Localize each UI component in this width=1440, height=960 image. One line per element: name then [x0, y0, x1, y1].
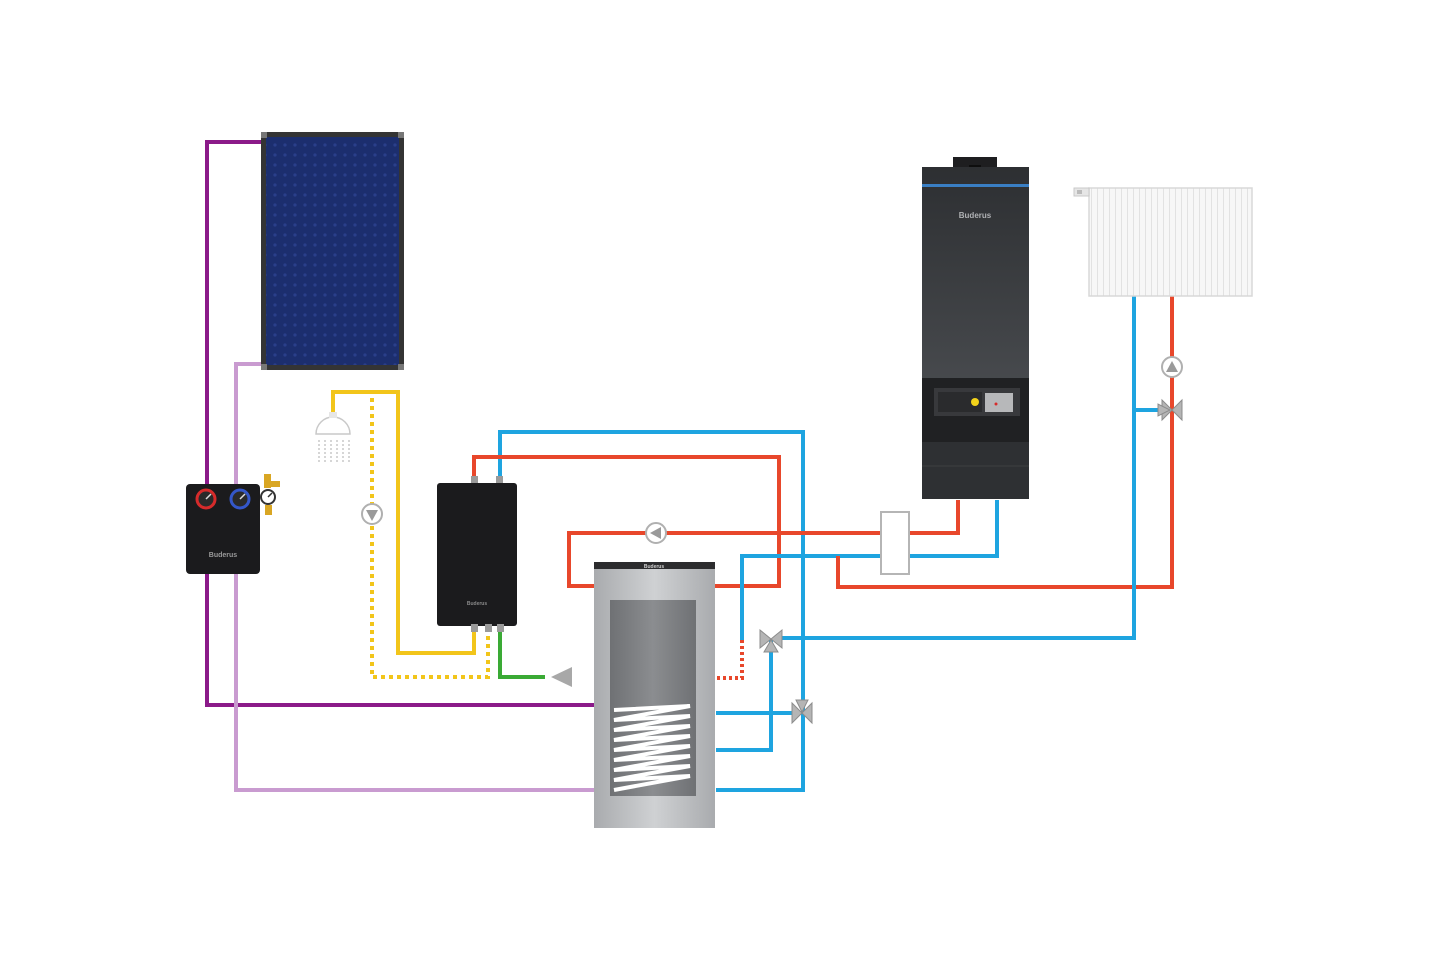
pump-icon [1161, 356, 1183, 378]
pipes [205, 140, 1174, 792]
storage-tank-brand: Buderus [644, 564, 665, 570]
station-flow-pipe [472, 455, 881, 588]
station-return-pipe [498, 430, 805, 792]
hydraulic-separator-icon [880, 511, 910, 575]
hot-water-pipe [331, 390, 476, 655]
dhw-circulation-pipe [370, 398, 490, 679]
three-way-valve-icon [1157, 398, 1183, 422]
heating-flow-pipe [836, 296, 1174, 589]
three-way-valve-icon [791, 699, 813, 725]
solar-flow-pipe [205, 140, 594, 707]
solar-station-brand: Buderus [209, 552, 238, 559]
cold-water-pipe [498, 630, 545, 679]
safety-valve-icon [260, 474, 280, 515]
arrow-left-icon [551, 667, 572, 687]
boiler-flow-pipe [909, 500, 960, 535]
tank-heating-coil [613, 704, 691, 792]
gas-boiler-icon: Buderus [922, 157, 1029, 499]
freshwater-station-icon: Buderus [437, 476, 517, 632]
boiler-return-pipe [909, 500, 999, 558]
solar-return-pipe [234, 362, 594, 792]
solar-pump-station-icon: Buderus [186, 484, 260, 574]
solar-collector-icon [261, 132, 404, 370]
pump-icon [645, 522, 667, 544]
tank-mix-pipe [716, 640, 744, 680]
boiler-brand: Buderus [959, 211, 992, 220]
radiator-icon [1073, 187, 1253, 297]
three-way-valve-icon [759, 628, 783, 653]
separator-return-pipe [740, 554, 881, 640]
tank-upper-pipe [716, 640, 773, 752]
pump-icon [361, 503, 383, 525]
storage-tank-icon: Buderus [594, 562, 715, 828]
freshwater-station-brand: Buderus [467, 601, 488, 607]
shower-icon [315, 412, 351, 464]
